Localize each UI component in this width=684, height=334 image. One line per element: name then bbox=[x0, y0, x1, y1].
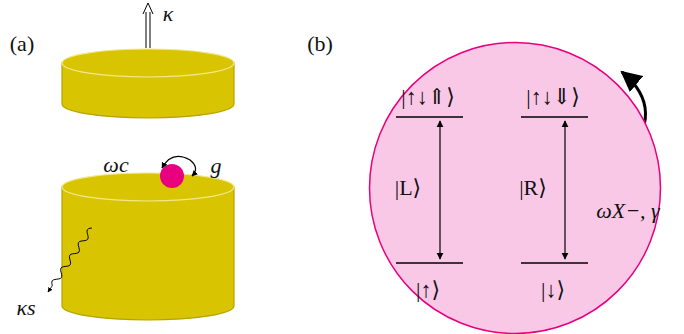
energy-level-circle: |↑↓⇑⟩ |↑↓⇓⟩ |↑⟩ |↓⟩ |L⟩ |R⟩ bbox=[368, 41, 662, 334]
mirror-top bbox=[62, 49, 234, 118]
quantum-dot bbox=[160, 164, 184, 188]
state-label: |L⟩ bbox=[393, 176, 423, 200]
loss-arrow bbox=[48, 228, 92, 292]
cavity-frequency: ωc bbox=[103, 154, 128, 176]
state-label: |↑⟩ bbox=[414, 278, 442, 302]
state-label: |R⟩ bbox=[517, 176, 549, 200]
state-label: |↑↓⇓⟩ bbox=[524, 85, 581, 109]
mirror-bottom bbox=[62, 173, 234, 320]
state-label: |↑↓⇑⟩ bbox=[399, 85, 456, 109]
coupling-strength: g bbox=[211, 155, 222, 177]
state-label: |↓⟩ bbox=[539, 278, 567, 302]
panel-label: (b) bbox=[307, 33, 333, 55]
panel-label: (a) bbox=[10, 33, 34, 55]
decay-rate: κ bbox=[163, 3, 174, 25]
coupling-arrow bbox=[162, 156, 196, 176]
side-loss-rate: κs bbox=[16, 297, 35, 319]
transition-label: ωX−, γ bbox=[596, 200, 660, 222]
output-arrow bbox=[143, 3, 153, 48]
